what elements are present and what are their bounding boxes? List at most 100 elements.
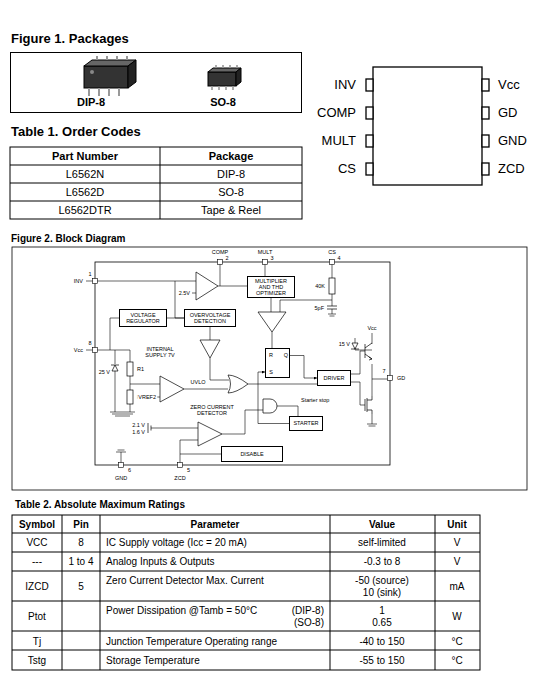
label-text: IC Supply voltage (Icc = 20 mA) xyxy=(105,537,248,548)
package-box: DIP-8 SO-8 xyxy=(10,52,302,113)
label-text: Vcc xyxy=(73,347,84,353)
figure-frame xyxy=(12,247,527,490)
label-text: 1 to 4 xyxy=(67,556,94,567)
pinout-package xyxy=(366,67,489,185)
label-text: Junction Temperature Operating range xyxy=(105,636,278,647)
label-text: IZCD xyxy=(24,581,49,592)
symbols xyxy=(111,272,372,446)
function-block: DRIVER xyxy=(317,370,351,386)
block-text: R xyxy=(269,352,273,358)
label-text: (SO-8) xyxy=(293,617,325,628)
label-text: mA xyxy=(449,581,466,592)
label-text: V xyxy=(453,556,462,567)
label-text: Figure 1. Packages xyxy=(10,32,130,46)
label-text: Analog Inputs & Outputs xyxy=(105,556,215,567)
label-text: self-limited xyxy=(357,537,407,548)
label-text: Pin xyxy=(72,519,90,530)
block-text: Q xyxy=(284,352,288,358)
label-text: 5 xyxy=(186,467,191,473)
signal-wire xyxy=(290,356,317,379)
label-text: 8 xyxy=(87,340,92,346)
label-text: °C xyxy=(450,636,463,647)
label-text: Value xyxy=(368,519,396,530)
label-text: L6562D xyxy=(65,186,106,198)
label-text: Package xyxy=(208,150,255,162)
label-text: -50 (source) xyxy=(354,575,410,586)
label-text: UVLO xyxy=(190,379,207,385)
label-text: CS xyxy=(327,249,337,255)
label-text: Vcc xyxy=(497,78,521,92)
function-block: MULTIPLIER AND THD OPTIMIZER xyxy=(247,276,295,298)
label-text: 6 xyxy=(127,467,132,473)
label-text: Vcc xyxy=(366,325,377,331)
label-text: Tj xyxy=(32,636,42,647)
dip8-icon xyxy=(84,56,136,96)
block-text: VOLTAGE REGULATOR xyxy=(121,312,165,324)
label-text: GND xyxy=(114,475,128,481)
label-text: 1.6 V xyxy=(131,429,146,435)
label-text: Part Number xyxy=(51,150,119,162)
label-text: MULT xyxy=(321,134,357,148)
label-text: 4 xyxy=(336,255,341,261)
label-text: Table 1. Order Codes xyxy=(10,125,142,139)
label-text: 10 (sink) xyxy=(362,587,402,598)
label-text: Table 2. Absolute Maximum Ratings xyxy=(14,499,186,510)
label-text: -55 to 150 xyxy=(358,655,405,666)
block-text: DRIVER xyxy=(324,375,345,381)
label-text: Symbol xyxy=(18,519,56,530)
label-text: W xyxy=(451,611,462,622)
label-text: INV xyxy=(333,78,357,92)
label-text: GD xyxy=(497,106,519,120)
pin-squares xyxy=(93,260,393,468)
order-table-grid xyxy=(10,147,302,219)
label-text: Tstg xyxy=(27,655,47,666)
label-text: 3 xyxy=(269,255,274,261)
label-text: Ptot xyxy=(27,611,47,622)
label-text: --- xyxy=(31,556,43,567)
label-text: 5 xyxy=(77,581,85,592)
block-text: DIP-8 xyxy=(77,96,105,108)
label-text: -40 to 150 xyxy=(358,636,405,647)
label-text: L6562N xyxy=(65,168,106,180)
label-text: 15 V xyxy=(338,341,351,347)
label-text: Figure 2. Block Diagram xyxy=(10,233,126,244)
block-text: OVERVOLTAGE DETECTION xyxy=(186,312,234,324)
function-block: OVERVOLTAGE DETECTION xyxy=(184,309,236,327)
label-text: ZCD xyxy=(497,162,526,176)
label-text: 40K xyxy=(314,283,326,289)
label-text: GD xyxy=(396,375,406,381)
label-text: (DIP-8) xyxy=(291,605,325,616)
label-text: 25 V xyxy=(98,369,111,375)
signal-wire xyxy=(258,372,289,424)
label-text: VREF2 xyxy=(137,394,157,400)
label-text: 1 xyxy=(87,271,92,277)
label-text: Power Dissipation @Tamb = 50°C xyxy=(105,605,258,616)
label-text: °C xyxy=(450,655,463,666)
label-text: Starter stop xyxy=(300,397,330,403)
label-text: Tape & Reel xyxy=(200,204,262,216)
label-text: DIP-8 xyxy=(216,168,246,180)
label-text: ZERO CURRENT DETECTOR xyxy=(186,404,238,416)
label-text: SO-8 xyxy=(217,186,245,198)
label-text: Unit xyxy=(446,519,467,530)
label-text: VCC xyxy=(25,537,48,548)
label-text: 8 xyxy=(77,537,85,548)
so8-icon xyxy=(208,65,241,90)
label-text: Zero Current Detector Max. Current xyxy=(105,575,265,586)
block-text: S xyxy=(269,369,273,375)
function-block: R Q S xyxy=(265,348,290,378)
block-text: STARTER xyxy=(293,420,318,426)
label-text: COMP xyxy=(316,106,357,120)
label-text: Parameter xyxy=(190,519,241,530)
label-text: 5pF xyxy=(314,305,325,311)
function-block: STARTER xyxy=(289,416,323,431)
label-text: CS xyxy=(337,162,357,176)
label-text: 1 xyxy=(378,605,386,616)
label-text: V xyxy=(453,537,462,548)
function-block: VOLTAGE REGULATOR xyxy=(119,309,167,327)
ic-boundary xyxy=(95,262,390,465)
label-text: R1 xyxy=(136,366,145,372)
block-text: SO-8 xyxy=(210,96,236,108)
label-text: INTERNAL SUPPLY 7V xyxy=(142,346,178,358)
ratings-table-grid xyxy=(12,515,480,670)
